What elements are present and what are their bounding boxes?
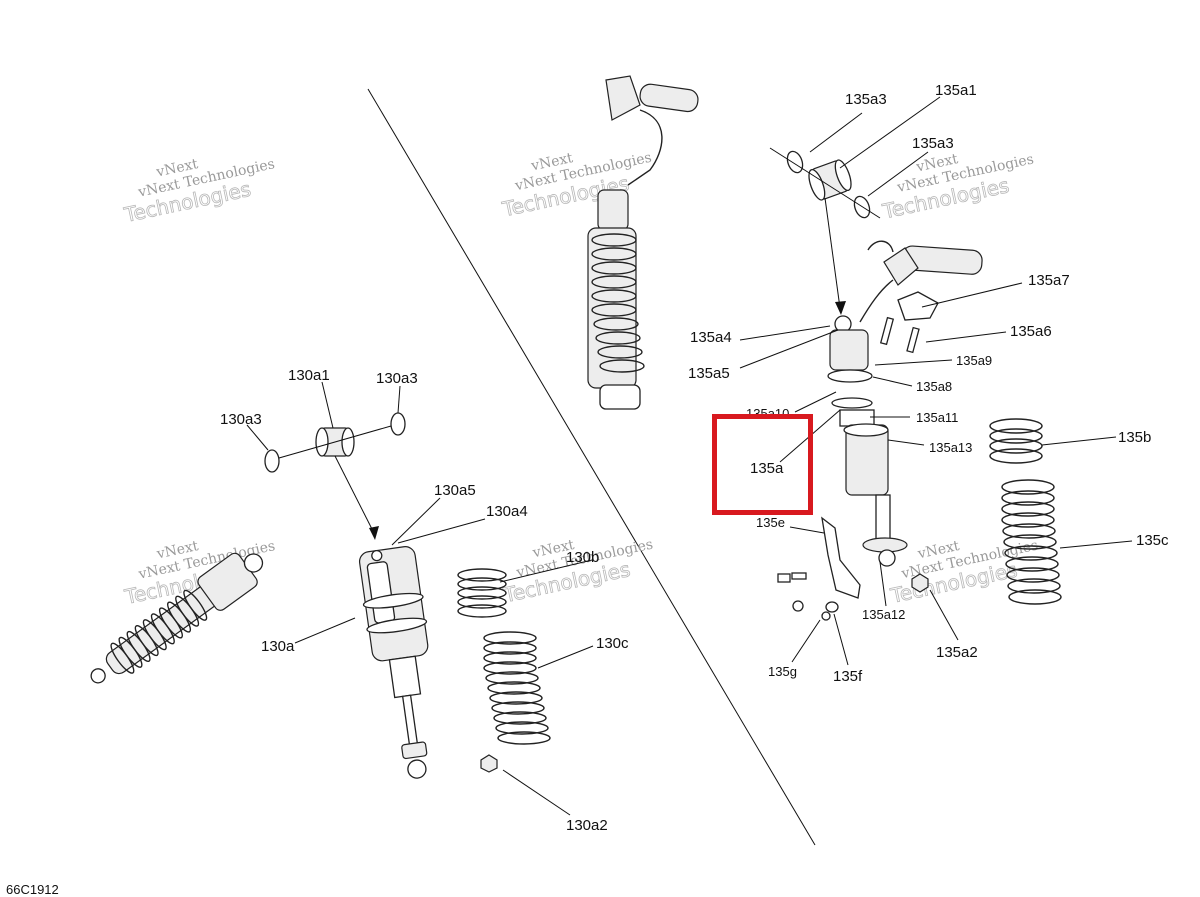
shock-body-135a (827, 315, 908, 567)
watermark-top-center: vNext vNext Technologies Technologies (499, 150, 653, 222)
assembled-shock-135-illustration (587, 75, 699, 410)
hardware-135g (777, 572, 807, 612)
spring-135c (1001, 479, 1062, 605)
nut-130a2 (480, 754, 498, 773)
assembled-shock-130-illustration (90, 552, 264, 684)
spring-130c (483, 631, 551, 745)
washer-135f (825, 601, 839, 613)
callout-135f: 135f (833, 668, 863, 685)
highlight-box-135a (712, 414, 813, 515)
callout-135a1: 135a1 (935, 82, 977, 99)
spring-130b (457, 568, 507, 618)
callout-135a5: 135a5 (688, 365, 730, 382)
callout-130a5: 130a5 (434, 482, 476, 499)
callout-130a: 130a (261, 638, 295, 655)
callout-135a3-right: 135a3 (912, 135, 954, 152)
callout-135a6: 135a6 (1010, 323, 1052, 340)
callout-135a13: 135a13 (929, 440, 972, 455)
callout-135c: 135c (1136, 532, 1169, 549)
callout-130a3-left: 130a3 (220, 411, 262, 428)
washer-130a3-left (264, 449, 280, 473)
callout-135a7: 135a7 (1028, 272, 1070, 289)
watermark-top-right: vNext vNext Technologies Technologies (879, 151, 1035, 224)
callout-130c: 130c (596, 635, 629, 652)
section-divider-line (367, 88, 816, 846)
watermark-top-left: vNext vNext Technologies Technologies (121, 156, 276, 228)
nut-135a2 (911, 573, 929, 593)
callout-135a4: 135a4 (690, 329, 732, 346)
washer-130a3-right (390, 412, 406, 436)
callout-130b: 130b (566, 549, 599, 566)
shock-body-130a (358, 546, 429, 779)
callout-130a3-right: 130a3 (376, 370, 418, 387)
callout-135e: 135e (756, 515, 785, 530)
callout-135a3-top: 135a3 (845, 91, 887, 108)
bushing-135a1 (808, 159, 852, 201)
callout-130a1: 130a1 (288, 367, 330, 384)
drawing-code: 66C1912 (6, 882, 59, 897)
callout-135a8: 135a8 (916, 379, 952, 394)
callout-135b: 135b (1118, 429, 1151, 446)
washer-135a3-top (786, 150, 804, 174)
callout-135a9: 135a9 (956, 353, 992, 368)
bracket-135e (821, 516, 861, 599)
callout-135a11: 135a11 (916, 410, 958, 425)
callout-130a2: 130a2 (566, 817, 608, 834)
callout-130a4: 130a4 (486, 503, 528, 520)
callout-135g: 135g (768, 664, 797, 679)
callout-135a: 135a (750, 460, 784, 477)
callout-135a12: 135a12 (862, 607, 905, 622)
callout-135a2: 135a2 (936, 644, 978, 661)
reservoir-135a7 (859, 240, 983, 354)
spring-135b (989, 418, 1043, 464)
